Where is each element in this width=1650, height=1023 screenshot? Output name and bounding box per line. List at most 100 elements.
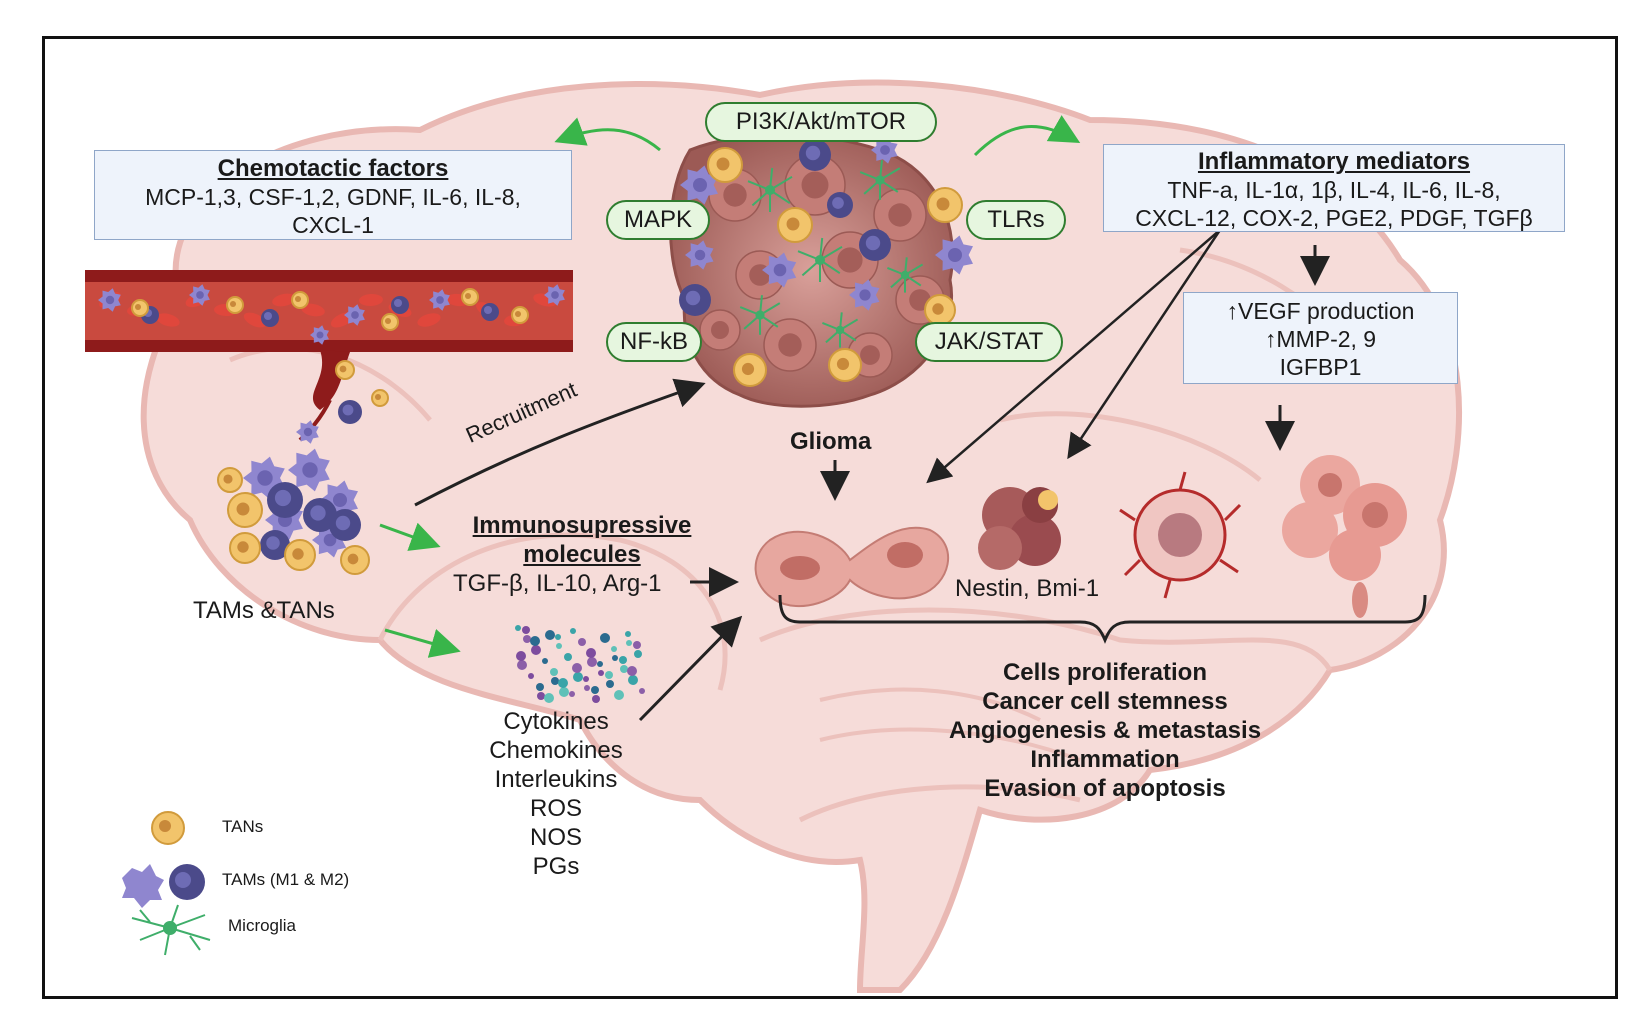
cytokine-dot xyxy=(625,631,631,637)
legend-icons xyxy=(122,811,211,956)
tan-cell xyxy=(227,492,263,528)
tams-tans-label: TAMs &TANs xyxy=(193,597,335,624)
tam-m1-cell xyxy=(288,448,330,492)
secreted-factor-item: Chemokines xyxy=(489,737,623,764)
microglia-cell xyxy=(822,312,859,348)
immunosuppressive-title-1: Immunosupressive xyxy=(472,512,692,539)
microglia-cell xyxy=(739,295,781,335)
cytokine-dot xyxy=(515,625,521,631)
red-blood-cell xyxy=(359,293,383,307)
cytokine-dot xyxy=(591,686,599,694)
tam-m2-cell xyxy=(338,400,362,424)
tan-cell xyxy=(927,187,963,223)
legend-tams-label: TAMs (M1 & M2) xyxy=(222,870,350,889)
cytokine-dot xyxy=(592,695,600,703)
cytokine-dot xyxy=(584,685,590,691)
tam-m2-cell xyxy=(267,482,303,518)
immunosuppressive-block: Immunosupressive molecules xyxy=(452,512,712,570)
microglia-cells xyxy=(739,160,924,348)
legend-microglia-label: Microglia xyxy=(228,916,297,935)
tan-cell xyxy=(335,360,355,380)
red-blood-cell xyxy=(156,313,180,327)
legend-microglia-icon xyxy=(131,904,211,956)
chemotactic-factors-title: Chemotactic factors xyxy=(217,155,449,182)
secreted-factor-item: ROS xyxy=(529,795,582,822)
inflammatory-mediators-line1: TNF-a, IL-1α, 1β, IL-4, IL-6, IL-8, xyxy=(1167,177,1501,203)
glioma-cell-pair xyxy=(754,526,949,608)
cytokine-dot xyxy=(614,690,624,700)
inflammatory-mediators-title: Inflammatory mediators xyxy=(1197,148,1471,175)
red-blood-cell xyxy=(243,312,267,328)
red-blood-cell xyxy=(301,303,325,317)
chemotactic-factors-box: Chemotactic factors MCP-1,3, CSF-1,2, GD… xyxy=(94,150,572,240)
pathway-mapk: MAPK xyxy=(606,200,710,240)
microglia-cell xyxy=(859,160,901,200)
cytokine-dot xyxy=(545,630,555,640)
tan-cell xyxy=(284,539,316,571)
pathway-tlrs: TLRs xyxy=(966,200,1066,240)
tam-m1-cell xyxy=(871,136,898,164)
tan-cell xyxy=(131,299,149,317)
chemotactic-factors-line2: CXCL-1 xyxy=(292,212,374,239)
tam-m1-cell xyxy=(544,284,565,306)
tan-cell xyxy=(707,147,743,183)
tam-m1-cell xyxy=(296,420,319,444)
cytokine-dot xyxy=(536,683,544,691)
inflammatory-mediators-box: Inflammatory mediators TNF-a, IL-1α, 1β,… xyxy=(1103,144,1565,232)
tan-cells xyxy=(131,147,963,575)
glioma-label: Glioma xyxy=(790,428,872,455)
cytokine-dot xyxy=(639,688,645,694)
cytokine-dot xyxy=(587,657,597,667)
cytokine-dot xyxy=(542,658,548,664)
tan-cell xyxy=(733,353,767,387)
cytokine-dot xyxy=(516,651,526,661)
cytokine-dot xyxy=(598,670,604,676)
cytokine-dot xyxy=(627,666,637,676)
cytokine-dot xyxy=(559,687,569,697)
legend-tam-icon xyxy=(122,864,205,908)
cytokine-dot xyxy=(586,648,596,658)
microglia-cell xyxy=(887,257,924,293)
tan-cell xyxy=(777,207,813,243)
cytokine-dot xyxy=(530,636,540,646)
red-blood-cell xyxy=(417,313,441,327)
cytokine-particles xyxy=(515,625,645,703)
tam-m2-cell xyxy=(261,309,279,327)
tam-m2-cell xyxy=(260,530,290,560)
cytokine-dot xyxy=(606,680,614,688)
vegf-line2: ↑MMP-2, 9 xyxy=(1264,326,1377,353)
vegf-line3: IGFBP1 xyxy=(1279,354,1362,381)
cytokine-dot xyxy=(570,628,576,634)
cytokine-dot xyxy=(612,655,618,661)
cytokine-dot xyxy=(551,677,559,685)
chemotactic-factors-line1: MCP-1,3, CSF-1,2, GDNF, IL-6, IL-8, xyxy=(145,184,521,210)
tam-m2-cell xyxy=(391,296,409,314)
outcome-item: Cells proliferation xyxy=(1002,659,1208,686)
cytokine-dot xyxy=(537,692,545,700)
cytokine-dot xyxy=(572,663,582,673)
cytokine-dot xyxy=(523,635,531,643)
stem-cell-cluster xyxy=(978,487,1061,570)
metastatic-cells xyxy=(1282,455,1407,618)
tam-cells xyxy=(98,136,973,560)
outcome-item: Evasion of apoptosis xyxy=(984,775,1226,802)
tam-m1-cell xyxy=(310,325,329,345)
cytokine-dot xyxy=(528,673,534,679)
tam-m1-cell xyxy=(849,279,880,311)
tan-cell xyxy=(291,291,309,309)
immunosuppressive-title-2: molecules xyxy=(523,540,641,568)
cytokine-dot xyxy=(555,634,561,640)
immunosuppressive-body: TGF-β, IL-10, Arg-1 xyxy=(453,570,662,597)
pathway-jakstat: JAK/STAT xyxy=(915,322,1063,362)
tam-m2-cell xyxy=(859,229,891,261)
cytokine-dot xyxy=(628,675,638,685)
cytokine-dot xyxy=(517,660,527,670)
tam-m1-cell xyxy=(685,240,714,270)
cytokine-dot xyxy=(583,676,589,682)
tam-m1-cell xyxy=(189,284,210,306)
tan-cell xyxy=(371,389,389,407)
angiogenic-cell xyxy=(1119,471,1242,599)
